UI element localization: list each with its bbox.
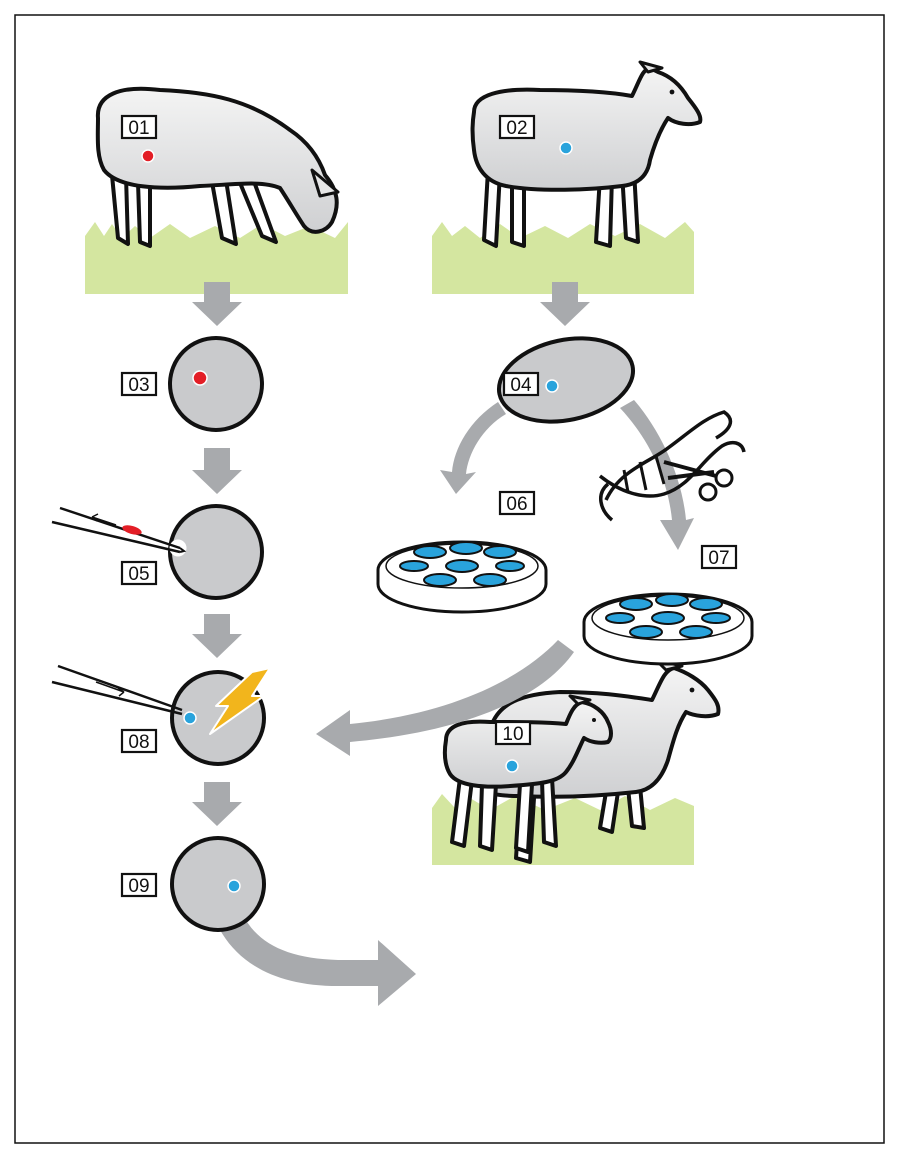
svg-text:02: 02 [506,118,527,139]
svg-text:01: 01 [128,118,149,139]
arrow-08-to-09 [192,782,242,826]
petri-dish-07 [584,594,752,664]
svg-text:05: 05 [128,564,149,585]
svg-text:09: 09 [128,876,149,897]
svg-text:03: 03 [128,375,149,396]
arrow-03-to-05 [192,448,242,494]
nucleus-marker-01 [142,150,154,162]
step-label-10: 10 [496,722,530,745]
donor-sheep-grazing [98,89,338,246]
pipette-inject [52,666,182,714]
cell-donor-sheep-standing [473,62,701,246]
svg-text:07: 07 [708,548,729,569]
svg-text:04: 04 [510,375,532,396]
step-label-05: 05 [122,562,156,585]
svg-text:08: 08 [128,732,149,753]
arrow-04-to-06 [440,402,506,494]
step-label-03: 03 [122,373,156,396]
nucleus-marker-02 [560,142,572,154]
embryo-cell-09 [172,838,264,930]
svg-text:10: 10 [502,724,523,745]
step-label-09: 09 [122,874,156,897]
step-label-08: 08 [122,730,156,753]
svg-text:06: 06 [506,494,527,515]
step-label-01: 01 [122,116,156,139]
petri-dish-06 [378,542,546,612]
step-label-07: 07 [702,546,736,569]
step-label-04: 04 [504,373,538,396]
arrow-05-to-08 [192,614,242,658]
pipette-extract [52,508,184,552]
egg-cell-03 [170,338,262,430]
grass-patch-bottom [432,794,694,865]
nucleus-marker-10 [506,760,518,772]
step-label-02: 02 [500,116,534,139]
step-label-06: 06 [500,492,534,515]
